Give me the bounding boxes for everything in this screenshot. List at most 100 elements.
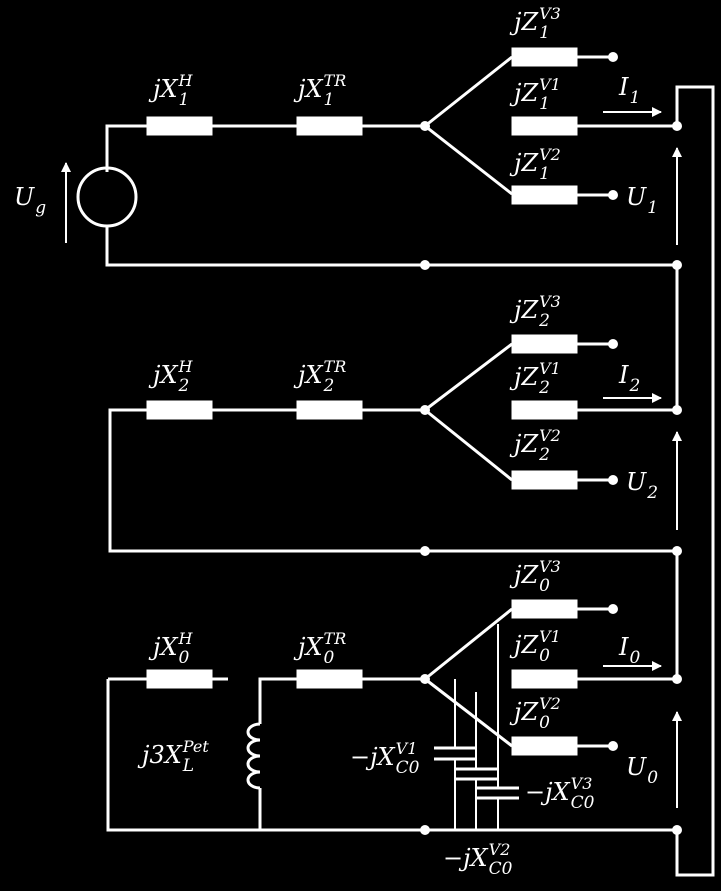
label-base: I <box>618 633 629 661</box>
label-i1: I1 <box>618 73 640 108</box>
voltage-source-ug <box>76 166 138 228</box>
resistor-zv3-0 <box>511 599 578 619</box>
label-base: jZ <box>509 561 539 589</box>
resistor-zv2-0 <box>511 736 578 756</box>
label-ug: Ug <box>14 183 46 218</box>
wire-loop-2 <box>108 408 677 553</box>
terminal-v2-1 <box>608 190 618 200</box>
label-subscript: 0 <box>629 648 640 668</box>
label-i2: I2 <box>618 361 640 396</box>
label-subscript: 2 <box>628 376 640 396</box>
label-base: jX <box>148 75 178 103</box>
label-superscript: Pet <box>182 737 210 756</box>
label-subscript: L <box>182 756 194 776</box>
capacitor-cv2 <box>455 692 497 830</box>
label-u1: U1 <box>626 183 658 218</box>
label-u0: U0 <box>626 753 658 788</box>
resistor-zv3-2 <box>511 334 578 354</box>
wire-return-0 <box>106 679 677 832</box>
label-superscript: H <box>178 629 194 648</box>
label-subscript: 0 <box>647 768 658 788</box>
label-subscript: 1 <box>647 198 658 218</box>
label-subscript: 1 <box>539 94 550 114</box>
outer-bracket <box>675 85 715 877</box>
connection-bar <box>672 85 715 877</box>
label-base: jZ <box>509 631 539 659</box>
label-subscript: 0 <box>179 648 190 668</box>
label-base: I <box>618 361 629 389</box>
label-subscript: 2 <box>323 376 335 396</box>
label-superscript: V1 <box>539 75 561 94</box>
label-base: U <box>626 468 647 496</box>
resistor-zv3-1 <box>511 47 578 67</box>
wire-return-1 <box>105 225 677 267</box>
inductor-xlpet <box>246 722 261 790</box>
resistor-zv2-1 <box>511 185 578 205</box>
label-base: jZ <box>509 8 539 36</box>
label-i0: I0 <box>618 633 640 668</box>
label-subscript: 0 <box>539 713 550 733</box>
label-subscript: 2 <box>178 376 190 396</box>
label-subscript: g <box>35 198 46 218</box>
label-base: U <box>626 753 647 781</box>
label-subscript: 2 <box>538 311 550 331</box>
label-superscript: TR <box>324 357 347 376</box>
label-superscript: V2 <box>539 145 561 164</box>
label-superscript: V3 <box>539 557 561 576</box>
label-superscript: V1 <box>396 739 418 758</box>
label-subscript: 0 <box>324 648 335 668</box>
label-subscript: 2 <box>646 483 658 503</box>
label-subscript: 1 <box>179 90 190 110</box>
label-base: jZ <box>509 79 539 107</box>
label-base: jZ <box>509 430 539 458</box>
label-superscript: V1 <box>539 627 561 646</box>
label-base: jX <box>293 633 323 661</box>
label-superscript: V3 <box>539 4 561 23</box>
label-base: I <box>618 73 629 101</box>
label-superscript: TR <box>324 629 347 648</box>
label-subscript: C0 <box>571 793 595 813</box>
terminal-v3-1 <box>608 52 618 62</box>
label-subscript: 1 <box>539 23 550 43</box>
negative-sequence-network <box>108 334 682 556</box>
label-base: jX <box>293 361 323 389</box>
resistor-xh2 <box>146 400 213 420</box>
label-superscript: H <box>178 357 194 376</box>
label-base: jZ <box>509 698 539 726</box>
label-superscript: V2 <box>539 426 561 445</box>
label-subscript: 1 <box>324 90 335 110</box>
resistor-zv1-1 <box>511 116 578 136</box>
resistor-xtr2 <box>296 400 363 420</box>
label-base: −jX <box>443 844 489 872</box>
resistor-xtr1 <box>296 116 363 136</box>
branch-v3-1 <box>424 55 513 128</box>
label-base: jZ <box>509 149 539 177</box>
label-subscript: 0 <box>539 646 550 666</box>
label-base: −jX <box>525 778 571 806</box>
resistor-zv2-2 <box>511 470 578 490</box>
label-superscript: V2 <box>539 694 561 713</box>
label-base: U <box>626 183 647 211</box>
label-subscript: 2 <box>538 378 550 398</box>
label-superscript: V3 <box>539 292 561 311</box>
label-superscript: V1 <box>539 359 561 378</box>
